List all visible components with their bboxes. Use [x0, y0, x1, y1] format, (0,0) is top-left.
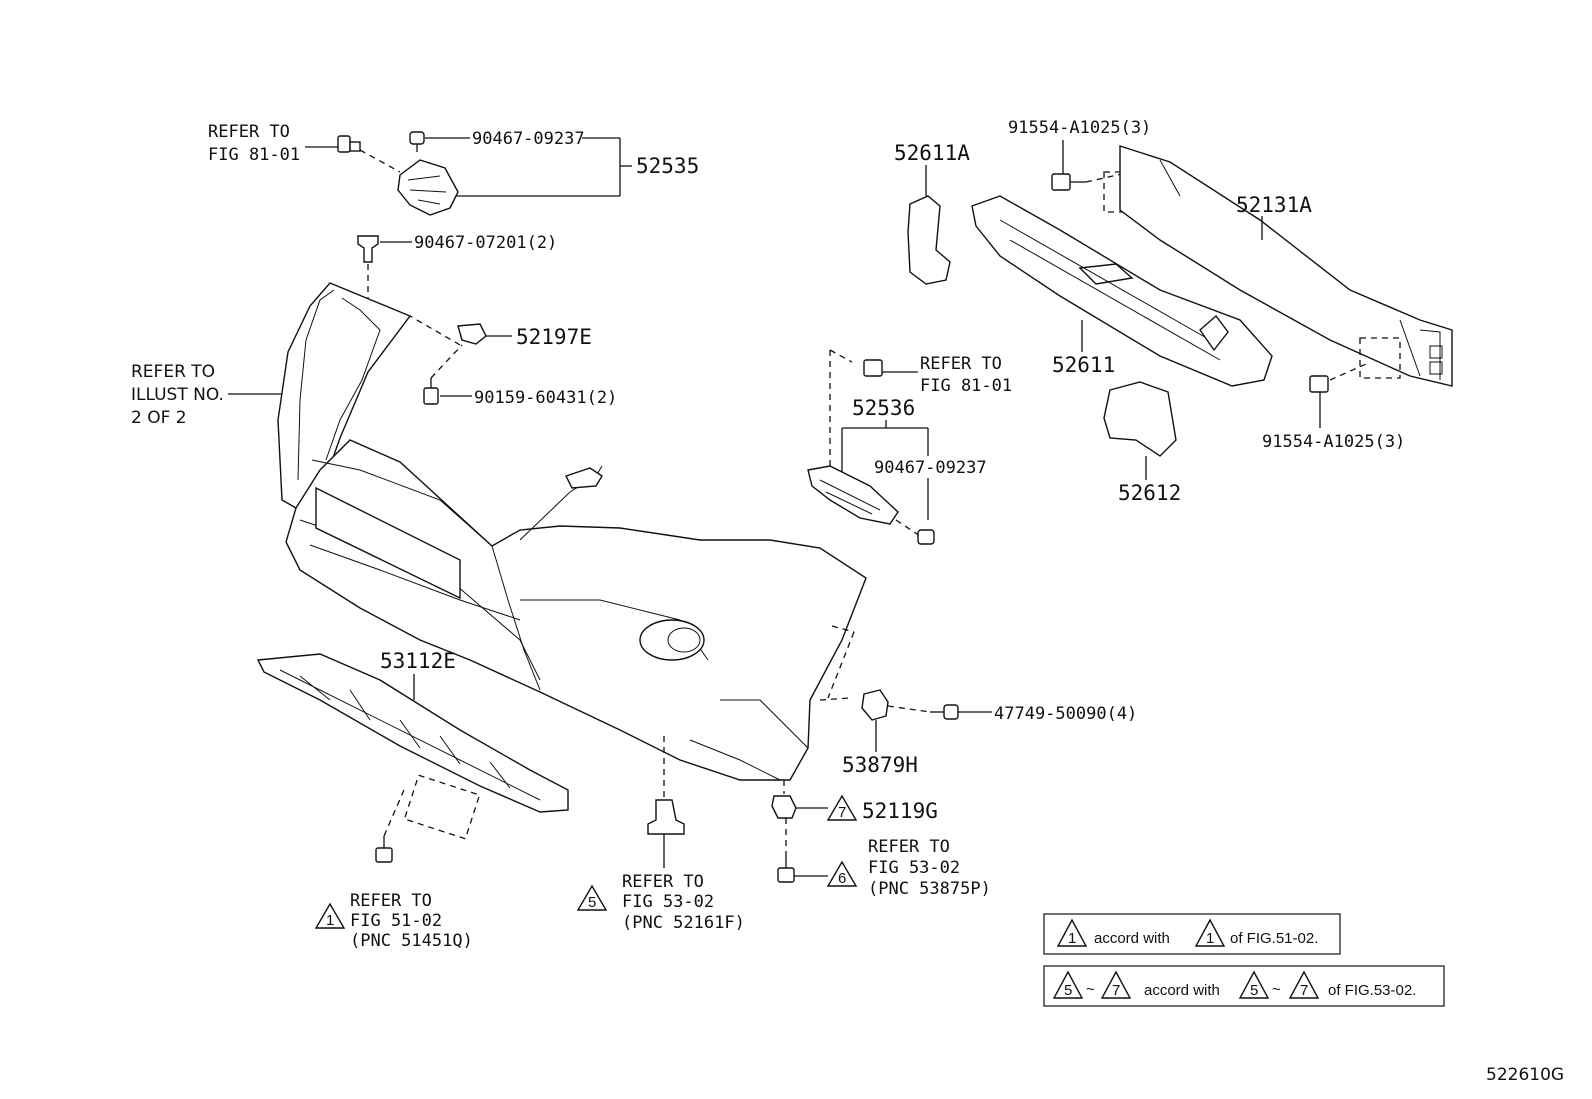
absorber-52611-part[interactable] [971, 195, 1273, 387]
fig-ref-text: FIG 51-02 [350, 911, 442, 931]
tri-number: 7 [1300, 982, 1308, 999]
retainer-52119g-part[interactable] [771, 795, 797, 819]
fig-ref-text: FIG 81-01 [920, 376, 1012, 396]
tri-number: 5 [588, 894, 596, 911]
part-number-53112e[interactable]: 53112E [380, 649, 456, 673]
part-number-90467-09237-mid[interactable]: 90467-09237 [874, 458, 987, 478]
note-box-1: 1 accord with 1 of FIG.51-02. [1043, 913, 1341, 955]
reinforcement-52131a-part[interactable] [1119, 145, 1453, 387]
part-number-91554-a1025-bottom[interactable]: 91554-A1025(3) [1262, 432, 1405, 452]
part-number-52197e[interactable]: 52197E [516, 325, 592, 349]
bumper-cover-part[interactable] [277, 282, 867, 781]
bracket-52535-part[interactable] [397, 159, 459, 216]
retainer-52197e-part[interactable] [457, 323, 487, 345]
bracket-52611a-part[interactable] [907, 195, 951, 285]
note-text: accord with [1144, 982, 1220, 999]
refer-fig-51-02-callout[interactable]: REFER TO FIG 51-02 (PNC 51451Q) [350, 891, 473, 951]
fig-ref-text: FIG 53-02 [868, 858, 960, 878]
refer-to-text: REFER TO [350, 891, 432, 911]
tri-number: 1 [1068, 930, 1076, 947]
refer-to-text: REFER TO [920, 354, 1002, 374]
refer-fig-81-01-callout-mid[interactable]: REFER TO FIG 81-01 [920, 354, 1012, 396]
retainer-53879h-part[interactable] [861, 689, 889, 721]
tri-number: 7 [1112, 982, 1120, 999]
bracket-52536-part[interactable] [807, 465, 899, 525]
tri-number: 5 [1250, 982, 1258, 999]
refer-to-text: REFER TO [208, 122, 290, 142]
refer-to-text: REFER TO [131, 362, 215, 382]
part-number-90467-07201[interactable]: 90467-07201(2) [414, 233, 557, 253]
part-number-91554-a1025-top[interactable]: 91554-A1025(3) [1008, 118, 1151, 138]
pnc-text: (PNC 51451Q) [350, 931, 473, 951]
part-number-90467-09237-top[interactable]: 90467-09237 [472, 129, 585, 149]
bolt-91554-top-part[interactable] [1051, 173, 1086, 191]
pnc-text: (PNC 53875P) [868, 879, 991, 899]
part-number-52119g[interactable]: 52119G [862, 799, 938, 823]
screw-51451q-part[interactable] [375, 836, 393, 863]
part-number-52612[interactable]: 52612 [1118, 481, 1181, 505]
part-number-90159-60431[interactable]: 90159-60431(2) [474, 388, 617, 408]
figure-id: 522610G [1486, 1065, 1564, 1085]
note-text: accord with [1094, 930, 1170, 947]
tri-number: 6 [838, 870, 846, 887]
bolt-90467-09237-top-part[interactable] [409, 131, 425, 152]
refer-to-text: REFER TO [622, 872, 704, 892]
note-box-2: 5 ~ 7 accord with 5 ~ 7 of FIG.53-02. [1043, 965, 1445, 1007]
bolt-91554-bottom-part[interactable] [1309, 375, 1329, 393]
screw-fig-81-01-mid-part[interactable] [863, 359, 883, 377]
of-text: 2 OF 2 [131, 408, 187, 428]
refer-fig-53-02-callout-right[interactable]: REFER TO FIG 53-02 (PNC 53875P) [868, 837, 991, 899]
fig-ref-text: FIG 81-01 [208, 145, 300, 165]
note-text: of FIG.53-02. [1328, 982, 1416, 999]
tri-number: 7 [838, 804, 846, 821]
screw-47749-50090-part[interactable] [930, 704, 959, 720]
part-number-52536[interactable]: 52536 [852, 396, 915, 420]
triangle-1-left: 1 [314, 902, 346, 929]
screw-left-top-part[interactable] [337, 135, 361, 153]
clip-90467-07201-part[interactable] [357, 235, 379, 263]
refer-fig-81-01-callout-top[interactable]: REFER TO FIG 81-01 [208, 122, 300, 165]
tilde: ~ [1272, 981, 1281, 998]
undercover-53112e-part[interactable] [256, 653, 569, 813]
screw-90159-60431-part[interactable] [423, 378, 439, 405]
tri-number: 5 [1064, 982, 1072, 999]
part-number-52611a[interactable]: 52611A [894, 141, 970, 165]
fig-ref-text: FIG 53-02 [622, 892, 714, 912]
pnc-text: (PNC 52161F) [622, 913, 745, 933]
refer-to-text: REFER TO [868, 837, 950, 857]
bolt-90467-09237-mid-part[interactable] [917, 529, 935, 545]
tilde: ~ [1086, 981, 1095, 998]
illust-no-text: ILLUST NO. [131, 385, 224, 405]
clip-52161f-part[interactable] [647, 799, 685, 868]
part-number-52611[interactable]: 52611 [1052, 353, 1115, 377]
part-number-52131a[interactable]: 52131A [1236, 193, 1312, 217]
triangle-7: 7 [826, 794, 858, 821]
triangle-5-mid: 5 [576, 884, 608, 911]
part-number-47749-50090[interactable]: 47749-50090(4) [994, 704, 1137, 724]
refer-illust-callout[interactable]: REFER TO ILLUST NO. 2 OF 2 [131, 362, 224, 428]
triangle-6: 6 [826, 860, 858, 887]
refer-fig-53-02-callout-mid[interactable]: REFER TO FIG 53-02 (PNC 52161F) [622, 872, 745, 933]
screw-53875p-part[interactable] [777, 852, 795, 883]
tri-number: 1 [326, 912, 334, 929]
bracket-52612-part[interactable] [1103, 381, 1177, 457]
note-text: of FIG.51-02. [1230, 930, 1318, 947]
part-number-52535[interactable]: 52535 [636, 154, 699, 178]
part-number-53879h[interactable]: 53879H [842, 753, 918, 777]
tri-number: 1 [1206, 930, 1214, 947]
